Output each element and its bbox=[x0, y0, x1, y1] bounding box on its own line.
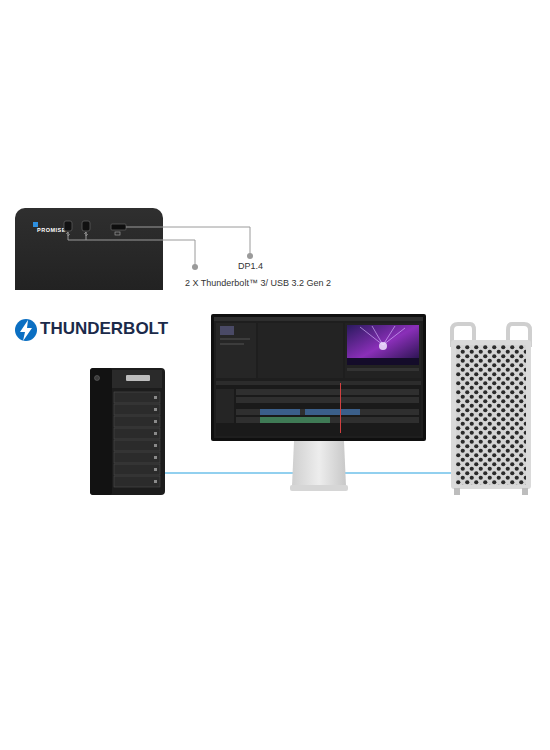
storage-tower bbox=[90, 368, 165, 495]
brand-wordmark: THUNDERBOLT bbox=[40, 320, 168, 339]
port-label: DP1.4 bbox=[238, 262, 263, 272]
thunderbolt-cable bbox=[165, 472, 453, 474]
device-panel: PROMISE bbox=[15, 208, 163, 290]
leader-dot bbox=[192, 264, 198, 270]
port-label: 2 X Thunderbolt™ 3/ USB 3.2 Gen 2 bbox=[185, 279, 331, 289]
leader-dot bbox=[247, 253, 253, 259]
monitor bbox=[211, 314, 426, 491]
thunderbolt-logo bbox=[15, 319, 37, 341]
tower-computer bbox=[451, 324, 531, 495]
brand-logo-text: PROMISE bbox=[37, 228, 66, 234]
